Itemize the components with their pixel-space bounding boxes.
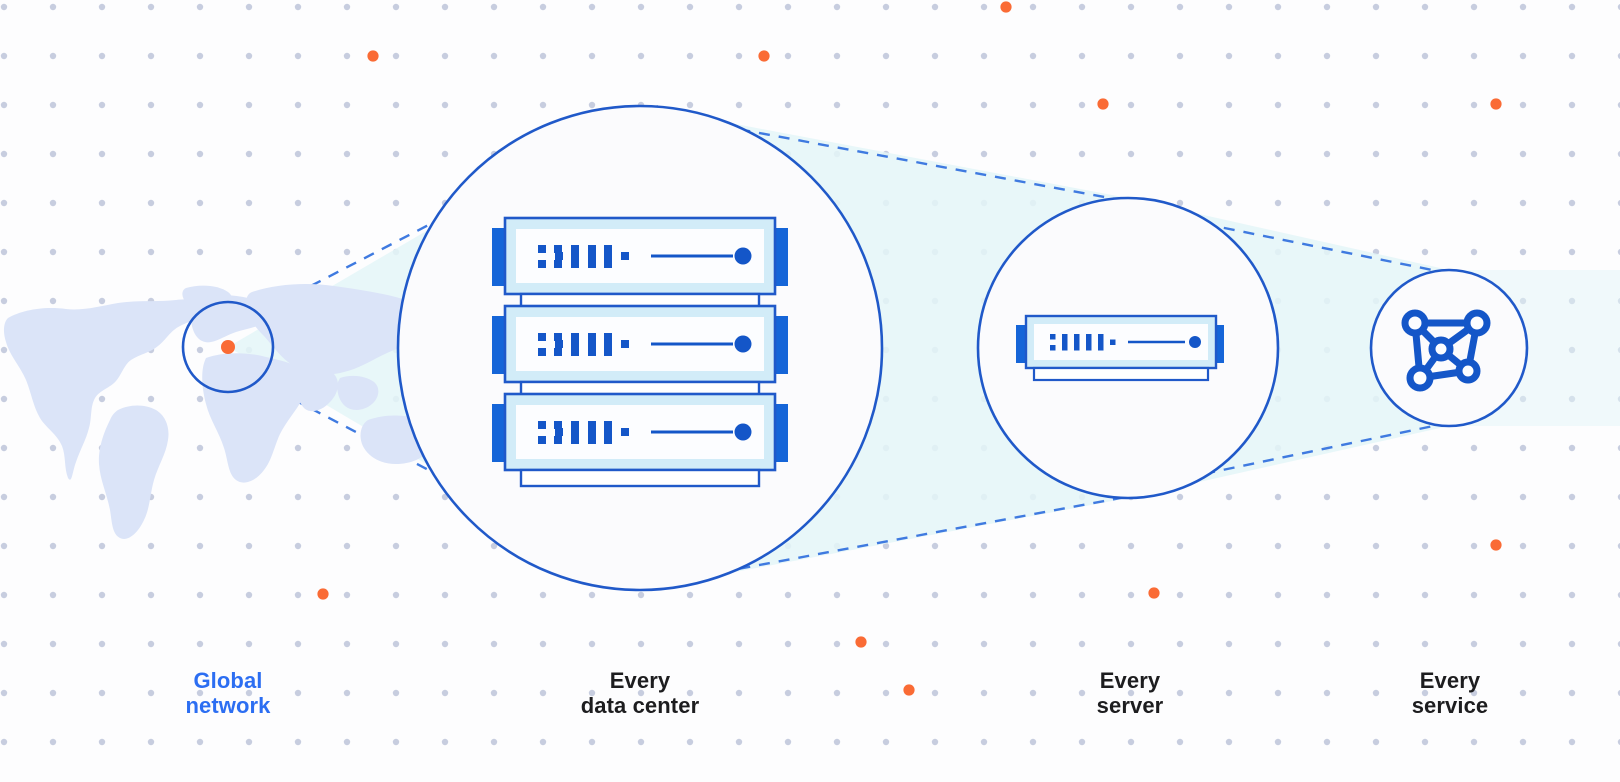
map-focus-circle	[181, 300, 275, 394]
server-unit-icon	[1016, 314, 1224, 382]
server-led-matrix-1	[538, 245, 629, 268]
server-stage	[976, 196, 1280, 500]
server-unit-led-matrix	[1050, 334, 1116, 351]
network-nodes-icon	[1401, 309, 1491, 392]
data-center-stage	[396, 104, 884, 592]
server-led-matrix-2	[538, 333, 629, 356]
world-map-icon	[3, 284, 454, 539]
server-rack-icon	[492, 216, 788, 488]
highlight-dots	[317, 1, 1502, 696]
service-stage	[1369, 268, 1529, 428]
map-focus-dot	[221, 340, 235, 354]
server-led-matrix-3	[538, 421, 629, 444]
